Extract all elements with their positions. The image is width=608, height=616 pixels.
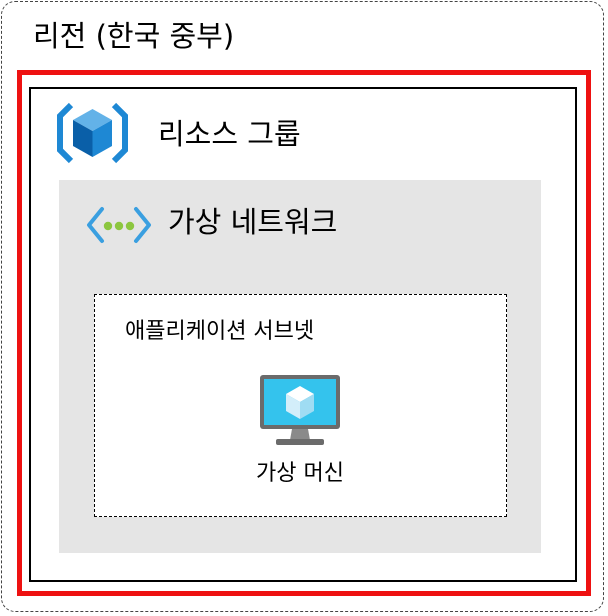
cube-right-face	[92, 120, 112, 157]
vnet-dot-2	[114, 221, 124, 231]
subnet-title: 애플리케이션 서브넷	[125, 319, 315, 344]
region-title: 리전 (한국 중부)	[33, 19, 235, 53]
virtual-network-brackets-icon	[87, 207, 151, 243]
vnet-dot-1	[103, 221, 113, 231]
virtual-network-title: 가상 네트워크	[168, 205, 338, 239]
virtual-machine-title: 가상 머신	[256, 461, 344, 486]
resource-group-left-bracket	[57, 102, 74, 164]
vm-cube-left	[286, 394, 300, 419]
cube-left-face	[73, 120, 93, 157]
vm-monitor-stand	[290, 429, 310, 440]
virtual-machine-monitor-icon	[260, 375, 340, 445]
vnet-left-chevron	[87, 207, 104, 243]
resource-group-title: 리소스 그룹	[158, 117, 301, 151]
resource-group-cube-icon	[57, 102, 128, 164]
resource-group-container	[29, 87, 577, 582]
highlight-frame	[17, 70, 591, 596]
vm-monitor-base	[276, 439, 324, 445]
vm-cube-right	[300, 394, 314, 419]
resource-group-right-bracket	[111, 102, 128, 164]
vnet-dot-3	[125, 221, 135, 231]
vnet-right-chevron	[134, 207, 151, 243]
